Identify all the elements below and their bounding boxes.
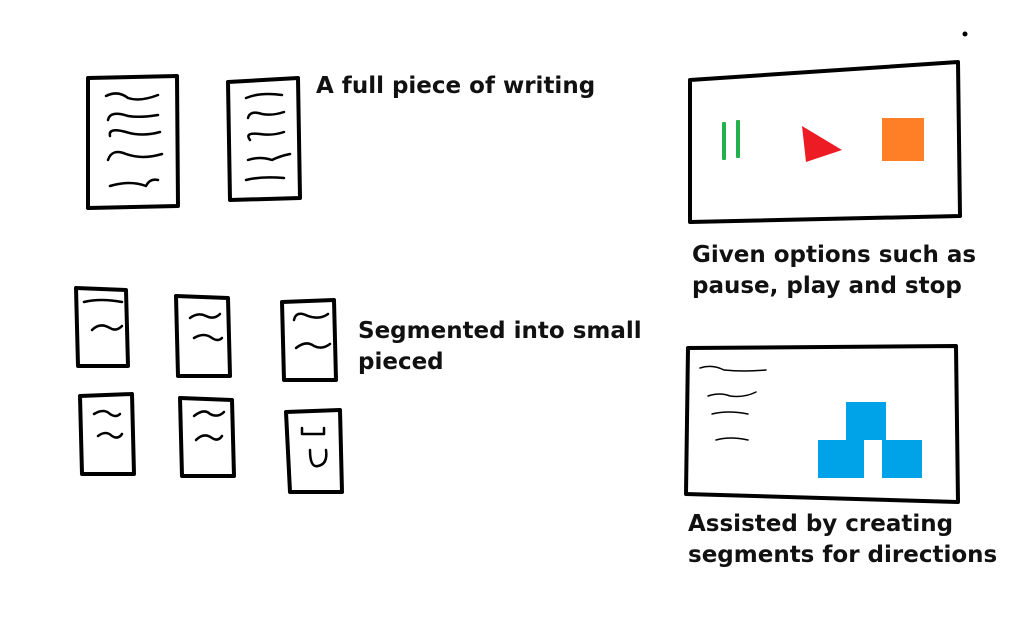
caption-assisted-line2: segments for directions: [688, 542, 998, 568]
media-options-panel: [688, 60, 962, 224]
stop-icon[interactable]: [882, 118, 924, 161]
directions-panel: [684, 344, 960, 504]
segment-piece-3: [280, 298, 338, 382]
stray-dot: [962, 31, 968, 37]
caption-options-line2: pause, play and stop: [692, 273, 962, 299]
segment-piece-1: [74, 286, 130, 368]
caption-segmented-line2: pieced: [358, 349, 444, 375]
segment-piece-6: [284, 408, 344, 494]
caption-segmented-line1: Segmented into small: [358, 318, 642, 344]
segment-piece-5: [178, 396, 236, 478]
full-writing-page-right: [226, 76, 302, 202]
segment-piece-4: [78, 392, 136, 476]
caption-assisted-line1: Assisted by creating: [688, 511, 954, 537]
caption-full-writing: A full piece of writing: [316, 73, 596, 99]
pause-icon[interactable]: [722, 120, 740, 160]
play-icon[interactable]: [802, 126, 842, 162]
caption-options-line1: Given options such as: [692, 242, 977, 268]
full-writing-page-left: [86, 74, 180, 210]
segment-piece-2: [174, 294, 232, 378]
